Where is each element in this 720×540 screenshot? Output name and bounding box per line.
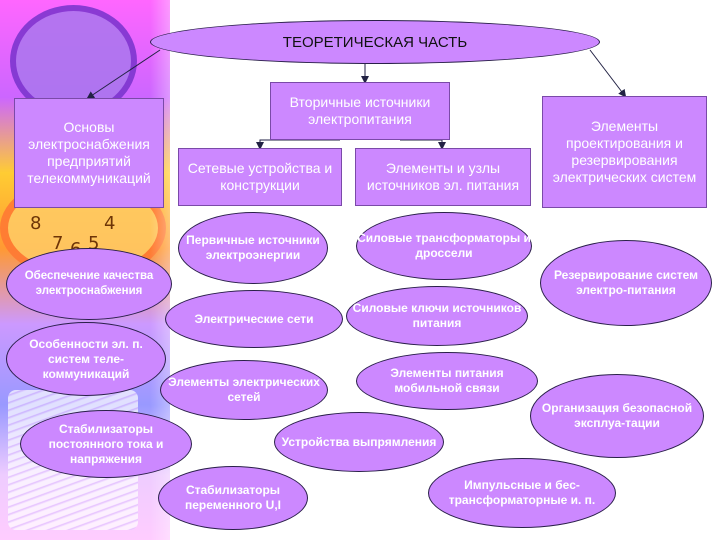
- elements-units-box: Элементы и узлы источников эл. питания: [355, 148, 531, 206]
- clock-number: 8: [30, 213, 42, 234]
- network-devices-box: Сетевые устройства и конструкции: [178, 148, 342, 206]
- basics-box: Основы электроснабжения предприятий теле…: [14, 98, 164, 208]
- arrow-to-elements-units: [400, 139, 446, 150]
- quality-oval: Обеспечение качества электроснабжения: [6, 248, 172, 320]
- power-keys-oval: Силовые ключи источников питания: [346, 286, 528, 346]
- clock-number: 5: [88, 233, 100, 254]
- power-networks-oval: Электрические сети: [165, 290, 343, 348]
- main-title: ТЕОРЕТИЧЕСКАЯ ЧАСТЬ: [150, 20, 600, 64]
- arrow-to-basics: [86, 49, 161, 100]
- redundancy-oval: Резервирование систем электро-питания: [540, 240, 712, 326]
- design-elements-box: Элементы проектирования и резервирования…: [542, 96, 707, 208]
- power-transformers-oval: Силовые трансформаторы и дроссели: [356, 212, 532, 280]
- clock-number: 4: [104, 213, 116, 234]
- stabilizers-ac-oval: Стабилизаторы переменного U,I: [158, 466, 308, 530]
- rectifiers-oval: Устройства выпрямления: [274, 412, 444, 472]
- arrow-to-network-devices: [256, 139, 340, 150]
- stabilizers-dc-oval: Стабилизаторы постоянного тока и напряже…: [20, 410, 192, 478]
- mobile-elements-oval: Элементы питания мобильной связи: [356, 352, 538, 410]
- arrow-to-design: [589, 49, 627, 98]
- safe-operation-oval: Организация безопасной эксплуа-тации: [530, 374, 704, 458]
- clock-number: 7: [52, 233, 64, 254]
- secondary-sources-box: Вторичные источники электропитания: [270, 82, 450, 140]
- pulse-oval: Импульсные и бес-трансформаторные и. п.: [428, 458, 616, 528]
- primary-sources-oval: Первичные источники электроэнергии: [178, 212, 328, 284]
- features-oval: Особенности эл. п. систем теле-коммуника…: [6, 322, 166, 396]
- network-elements-oval: Элементы электрических сетей: [160, 360, 328, 420]
